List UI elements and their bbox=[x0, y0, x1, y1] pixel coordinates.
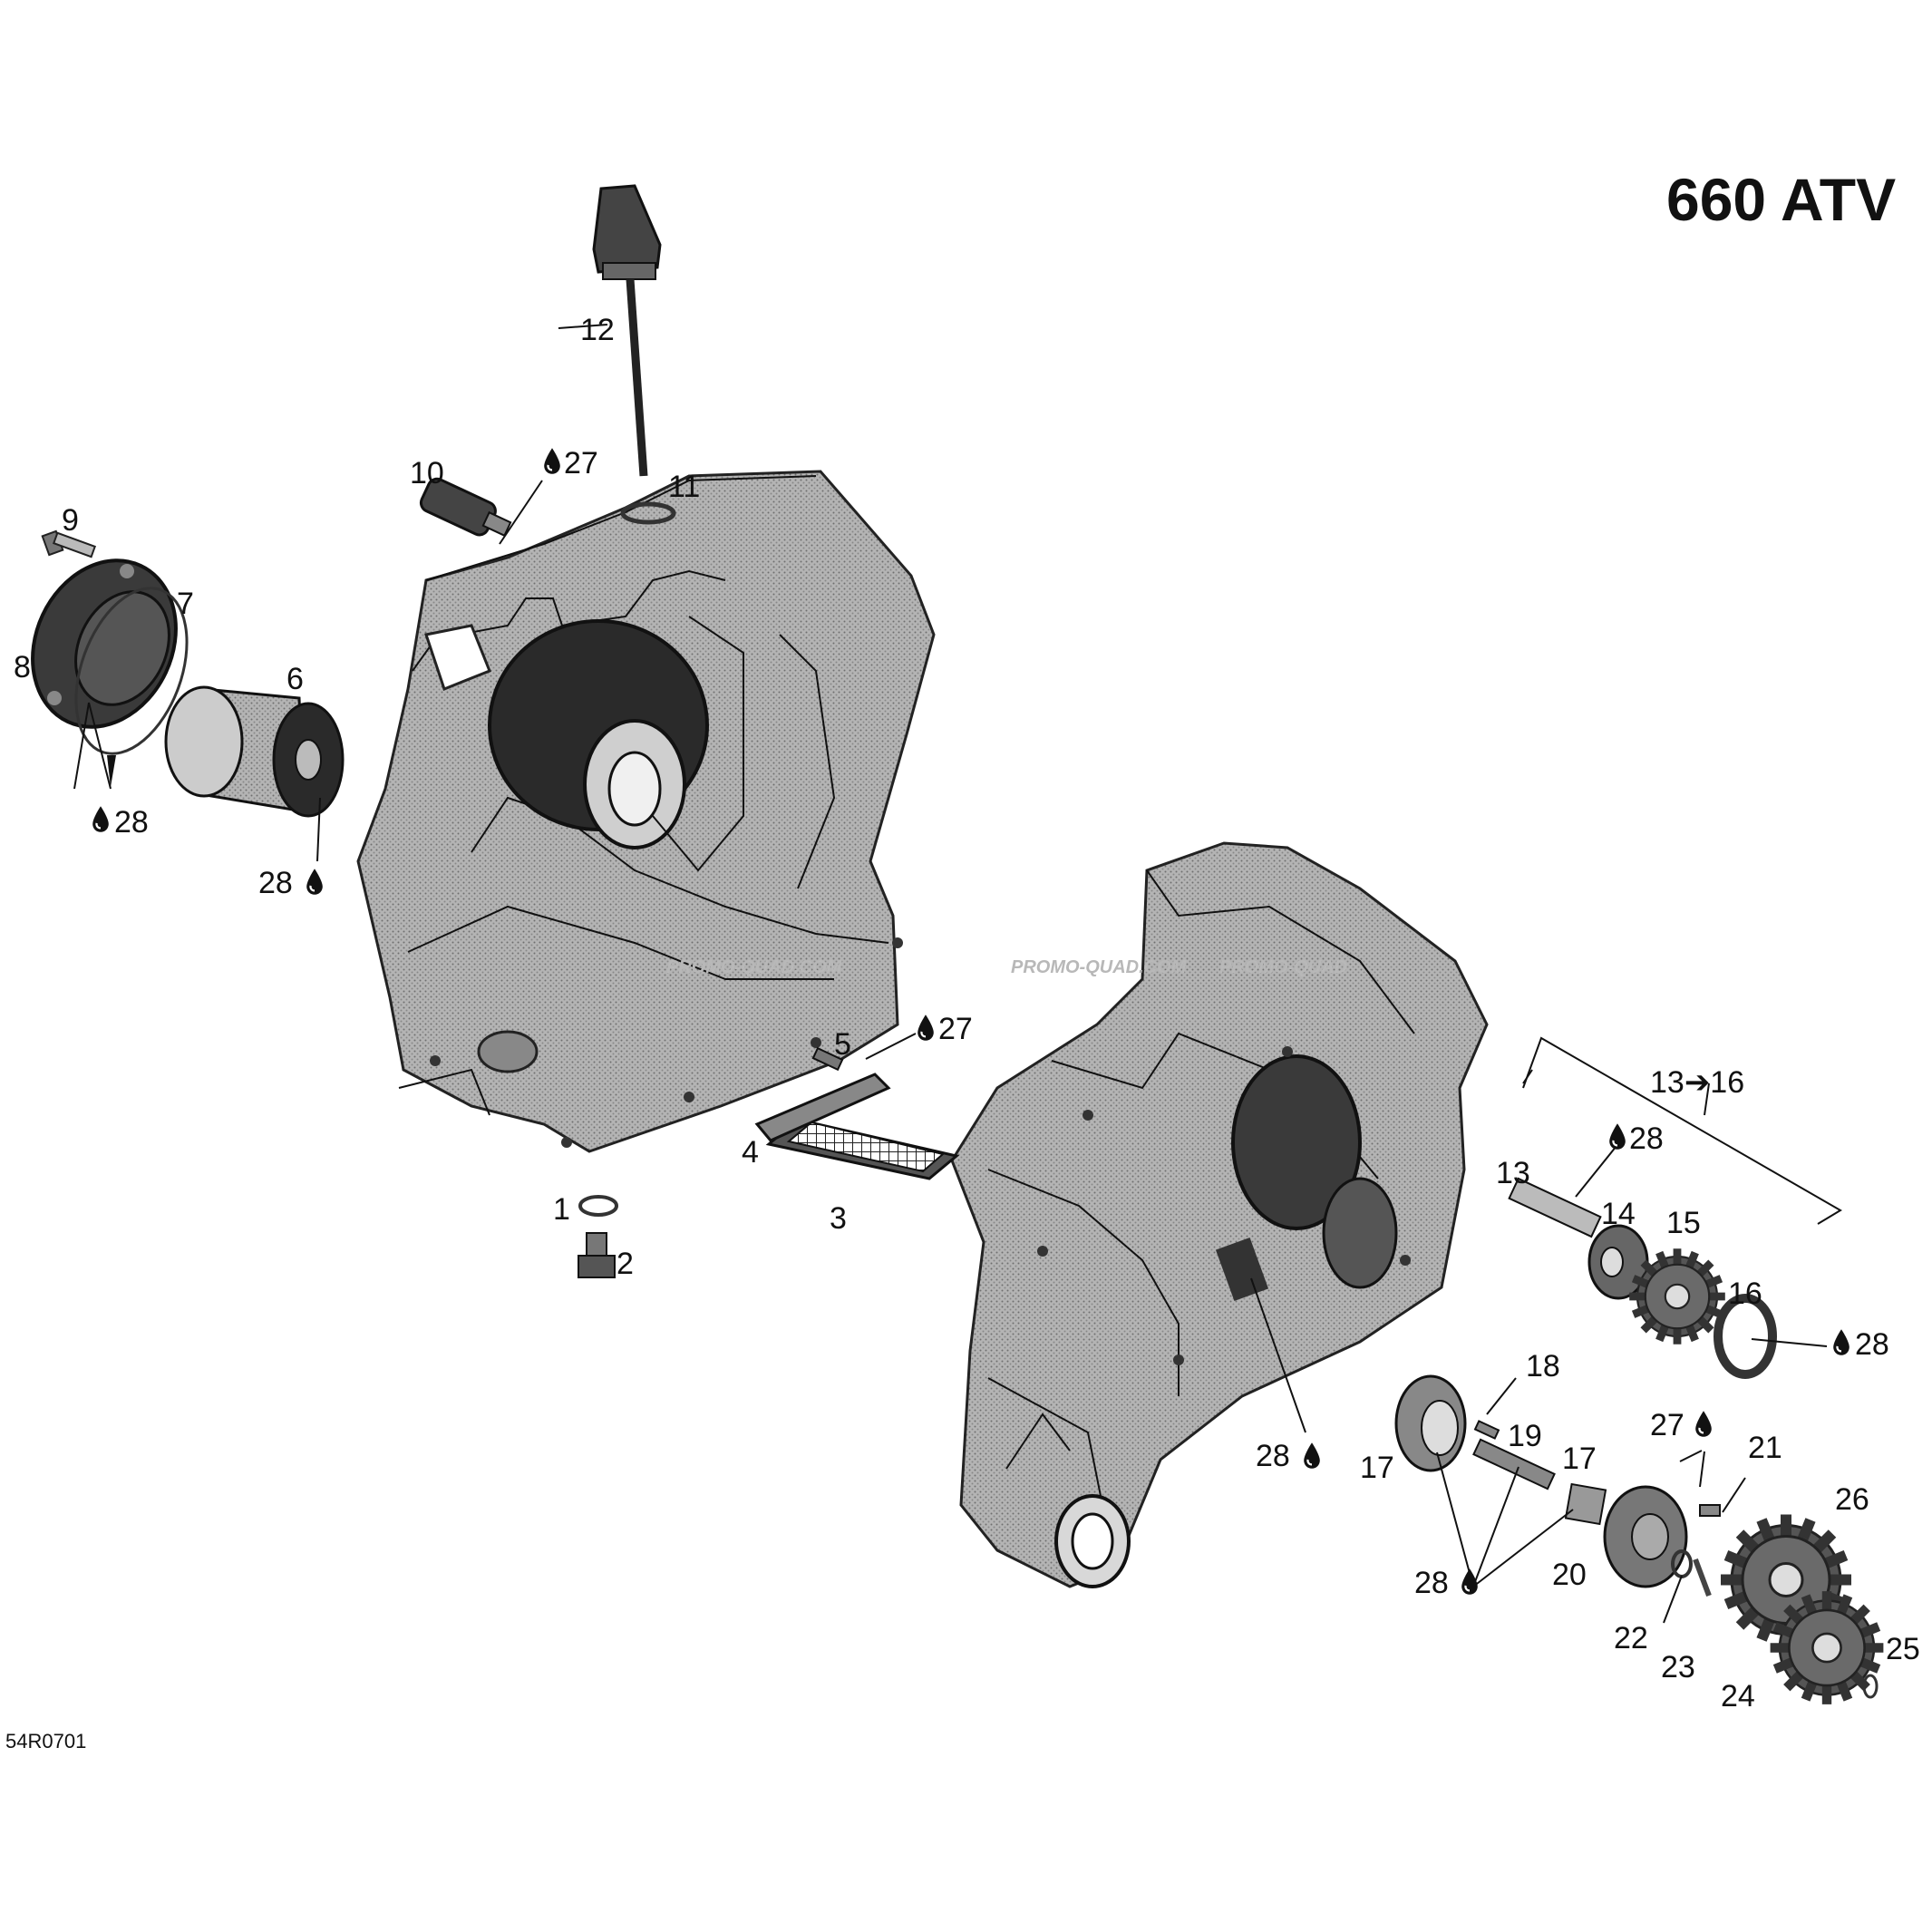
pump-cover-20-illustration bbox=[1603, 1485, 1688, 1588]
oil-drop-icon bbox=[1303, 1442, 1321, 1470]
washer-1-illustration bbox=[578, 1195, 618, 1217]
oil-filter-6-illustration bbox=[164, 685, 345, 818]
callout-28-case: 28 bbox=[1256, 1439, 1290, 1473]
callout-7: 7 bbox=[177, 587, 194, 621]
callout-24: 24 bbox=[1721, 1679, 1755, 1714]
retainer-4-illustration bbox=[754, 1073, 891, 1142]
figure-reference: 54R0701 bbox=[5, 1730, 86, 1752]
callout-10: 10 bbox=[410, 456, 444, 490]
callout-22: 22 bbox=[1614, 1621, 1648, 1655]
oil-drop-icon bbox=[1608, 1122, 1626, 1150]
screw-21-illustration bbox=[1699, 1504, 1721, 1517]
callout-14: 14 bbox=[1601, 1197, 1636, 1231]
oil-drop-icon bbox=[1832, 1328, 1850, 1356]
callout-11: 11 bbox=[668, 470, 700, 504]
oil-drop-icon bbox=[1461, 1568, 1479, 1596]
callout-19: 19 bbox=[1508, 1419, 1542, 1453]
callout-17-right: 17 bbox=[1562, 1442, 1597, 1476]
callout-13: 13 bbox=[1496, 1156, 1530, 1190]
callout-28-seal: 28 bbox=[1855, 1327, 1889, 1362]
dipstick-illustration bbox=[592, 184, 662, 477]
gear-15-illustration bbox=[1629, 1248, 1725, 1345]
callout-8: 8 bbox=[14, 650, 31, 684]
callout-18: 18 bbox=[1526, 1349, 1560, 1383]
callout-23: 23 bbox=[1661, 1650, 1695, 1684]
right-crankcase-illustration bbox=[950, 841, 1489, 1588]
left-crankcase-illustration bbox=[356, 470, 936, 1153]
callout-26: 26 bbox=[1835, 1482, 1869, 1517]
callout-16: 16 bbox=[1728, 1277, 1762, 1311]
callout-27-mid: 27 bbox=[938, 1012, 973, 1046]
shaft-13-illustration bbox=[1508, 1177, 1602, 1238]
callout-kit-13-16: 13➔16 bbox=[1650, 1065, 1744, 1100]
oil-drop-icon bbox=[306, 868, 324, 896]
callout-2: 2 bbox=[616, 1247, 634, 1281]
callout-3: 3 bbox=[830, 1201, 847, 1236]
oil-drop-icon bbox=[92, 805, 110, 833]
diagram-title: 660 ATV bbox=[1666, 166, 1896, 233]
callout-17-left: 17 bbox=[1360, 1451, 1394, 1485]
gear-24-illustration bbox=[1771, 1591, 1884, 1704]
bolt-9-illustration bbox=[41, 529, 97, 558]
callout-27-right: 27 bbox=[1650, 1408, 1684, 1442]
shaft-19-illustration bbox=[1472, 1438, 1556, 1490]
callout-28-shaft: 28 bbox=[1629, 1121, 1664, 1156]
callouts: 1 2 3 4 5 6 7 8 9 10 11 12 13 14 15 16 1… bbox=[14, 313, 1920, 1714]
filter-cover-8-illustration bbox=[31, 558, 178, 729]
leader-lines bbox=[73, 324, 1842, 1624]
watermark-2: PROMO-QUAD.COM bbox=[1011, 957, 1188, 977]
circlip-25-illustration bbox=[1862, 1674, 1879, 1699]
callout-28-filter: 28 bbox=[258, 866, 293, 900]
pump-housing-17-illustration bbox=[1394, 1374, 1467, 1472]
callout-28-pump: 28 bbox=[1414, 1566, 1449, 1600]
callout-5: 5 bbox=[834, 1027, 851, 1062]
oil-drop-icon bbox=[543, 447, 561, 475]
drain-plug-2-illustration bbox=[578, 1232, 616, 1278]
callout-21: 21 bbox=[1748, 1431, 1782, 1465]
callout-28-cover: 28 bbox=[114, 805, 149, 840]
callout-20: 20 bbox=[1552, 1558, 1587, 1592]
callout-1: 1 bbox=[553, 1192, 570, 1227]
callout-25: 25 bbox=[1886, 1632, 1920, 1666]
watermark-1: PROMO-QUAD.COM bbox=[666, 957, 843, 977]
callout-4: 4 bbox=[742, 1135, 759, 1170]
seal-16-illustration bbox=[1714, 1294, 1777, 1379]
watermark-3: PROMO-QUAD bbox=[1219, 957, 1347, 977]
callout-15: 15 bbox=[1666, 1206, 1701, 1240]
sensor-10-illustration bbox=[419, 477, 512, 538]
callout-6: 6 bbox=[286, 662, 304, 696]
oil-drop-icon bbox=[1694, 1410, 1713, 1438]
callout-9: 9 bbox=[62, 503, 79, 538]
callout-12: 12 bbox=[580, 313, 615, 347]
screw-5-illustration bbox=[811, 1046, 844, 1072]
pin-18-illustration bbox=[1473, 1420, 1500, 1440]
oil-drop-icon bbox=[917, 1014, 935, 1042]
rotor-17-illustration bbox=[1564, 1482, 1607, 1526]
o-ring-11-illustration bbox=[620, 501, 676, 525]
callout-27-top: 27 bbox=[564, 446, 598, 481]
pin-23-illustration bbox=[1693, 1558, 1712, 1597]
